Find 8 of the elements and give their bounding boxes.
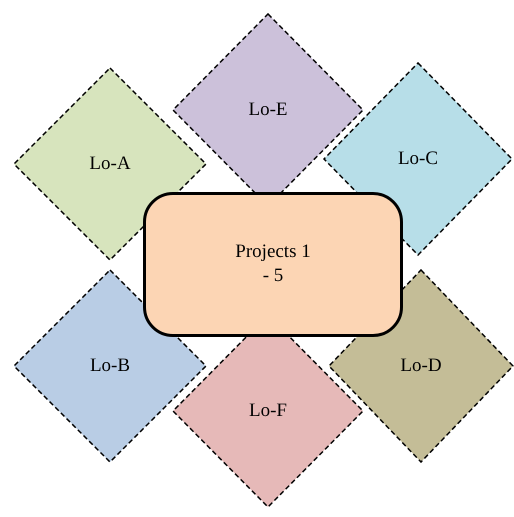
node-label: Lo-F [249,399,287,423]
node-label: Lo-C [398,147,438,171]
node-label: Lo-D [400,354,442,378]
node-label: Lo-A [89,152,131,176]
node-label: Projects 1 - 5 [234,240,312,288]
rounded-box [143,192,403,336]
node-label: Lo-E [248,98,288,122]
node-label: Lo-B [90,354,130,378]
